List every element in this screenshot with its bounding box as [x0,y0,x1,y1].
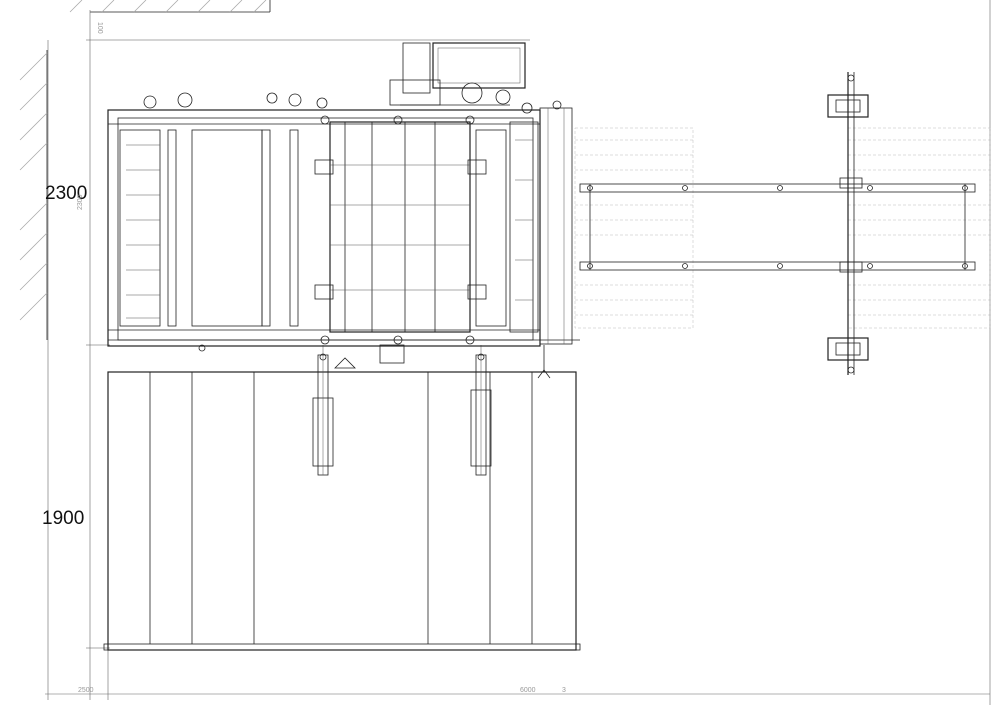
drive-motor-unit [389,42,526,106]
dim-6000-label: 6000 [520,687,536,694]
left-hanging-arm [312,345,334,476]
main-frame [107,92,580,352]
left-wall-hatch [19,50,48,340]
dim-2300-label: 2300 [45,183,87,204]
top-wall-hatch [69,0,271,13]
stacker-unit [827,72,869,375]
product-output-area [574,127,991,329]
dim-100-label: 100 [96,22,103,34]
base-handles [334,344,551,379]
lower-cabinet [103,371,581,651]
dimension-lines [45,0,991,705]
dim-2500-label: 2500 [78,687,94,694]
dim-1900-label: 1900 [42,508,84,529]
dim-mark-label: 3 [562,687,566,694]
dim-2300-small-label: 2300 [77,194,84,210]
stacking-rails [579,183,976,271]
right-hanging-arm [470,345,492,476]
